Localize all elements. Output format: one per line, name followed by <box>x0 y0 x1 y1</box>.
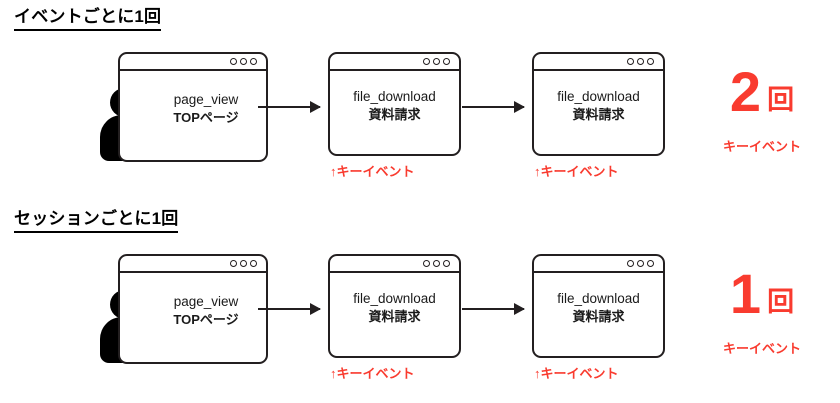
window-dot-icon <box>423 58 430 65</box>
window-dot-icon <box>230 58 237 65</box>
window-dot-icon <box>433 260 440 267</box>
key-event-count-summary: 2 回 キーイベント <box>692 64 832 155</box>
window-titlebar <box>534 256 663 273</box>
event-name-label: file_download <box>557 89 640 104</box>
arrow-right-icon <box>258 308 320 311</box>
window-dot-icon <box>647 58 654 65</box>
count-number: 1 <box>729 262 761 325</box>
count-unit: 回 <box>767 287 795 317</box>
window-content: page_view TOPページ <box>120 71 266 180</box>
browser-window-icon-page-view: page_view TOPページ <box>118 254 268 364</box>
count-caption: キーイベント <box>722 341 801 356</box>
window-content: file_download 資料請求 <box>330 273 459 373</box>
window-dot-icon <box>443 58 450 65</box>
page-name-label: 資料請求 <box>368 107 421 122</box>
count-number: 2 <box>729 60 761 123</box>
window-content: page_view TOPページ <box>120 273 266 382</box>
window-content: file_download 資料請求 <box>534 71 663 171</box>
window-dot-icon <box>627 260 634 267</box>
browser-window-icon-file-download-2: file_download 資料請求 <box>532 254 665 358</box>
page-name-label: TOPページ <box>173 312 239 327</box>
window-titlebar <box>120 256 266 273</box>
arrow-right-icon <box>462 308 524 311</box>
diagram-row-per-session: セッションごとに1回 page_view TOPページ <box>0 202 840 403</box>
window-titlebar <box>330 256 459 273</box>
count-unit: 回 <box>767 85 795 115</box>
section-title-per-event: イベントごとに1回 <box>14 6 162 32</box>
event-name-label: file_download <box>353 89 436 104</box>
event-name-label: page_view <box>173 92 239 107</box>
window-dot-icon <box>443 260 450 267</box>
key-event-annotation: ↑キーイベント <box>330 164 415 179</box>
window-titlebar <box>534 54 663 71</box>
section-title-per-session: セッションごとに1回 <box>14 208 179 234</box>
arrow-right-icon <box>258 106 320 109</box>
window-content: file_download 資料請求 <box>534 273 663 373</box>
key-event-count-summary: 1 回 キーイベント <box>692 266 832 357</box>
window-dot-icon <box>240 58 247 65</box>
page-name-label: 資料請求 <box>368 309 421 324</box>
window-dot-icon <box>240 260 247 267</box>
browser-window-icon-file-download-2: file_download 資料請求 <box>532 52 665 156</box>
key-event-annotation: ↑キーイベント <box>330 366 415 381</box>
window-dot-icon <box>230 260 237 267</box>
browser-window-icon-page-view: page_view TOPページ <box>118 52 268 162</box>
window-dot-icon <box>423 260 430 267</box>
event-name-label: file_download <box>353 291 436 306</box>
count-value-row: 1 回 <box>692 266 832 322</box>
browser-window-icon-file-download-1: file_download 資料請求 <box>328 52 461 156</box>
window-titlebar <box>330 54 459 71</box>
key-event-annotation: ↑キーイベント <box>534 366 619 381</box>
page-name-label: 資料請求 <box>572 107 625 122</box>
browser-window-icon-file-download-1: file_download 資料請求 <box>328 254 461 358</box>
key-event-annotation: ↑キーイベント <box>534 164 619 179</box>
page-name-label: 資料請求 <box>572 309 625 324</box>
window-dot-icon <box>433 58 440 65</box>
count-caption: キーイベント <box>722 139 801 154</box>
window-dot-icon <box>637 58 644 65</box>
count-value-row: 2 回 <box>692 64 832 120</box>
event-name-label: page_view <box>173 294 239 309</box>
arrow-right-icon <box>462 106 524 109</box>
window-dot-icon <box>647 260 654 267</box>
window-titlebar <box>120 54 266 71</box>
event-name-label: file_download <box>557 291 640 306</box>
window-content: file_download 資料請求 <box>330 71 459 171</box>
window-dot-icon <box>250 260 257 267</box>
window-dot-icon <box>627 58 634 65</box>
page-name-label: TOPページ <box>173 110 239 125</box>
window-dot-icon <box>250 58 257 65</box>
window-dot-icon <box>637 260 644 267</box>
diagram-row-per-event: イベントごとに1回 page_view TOPページ <box>0 0 840 201</box>
